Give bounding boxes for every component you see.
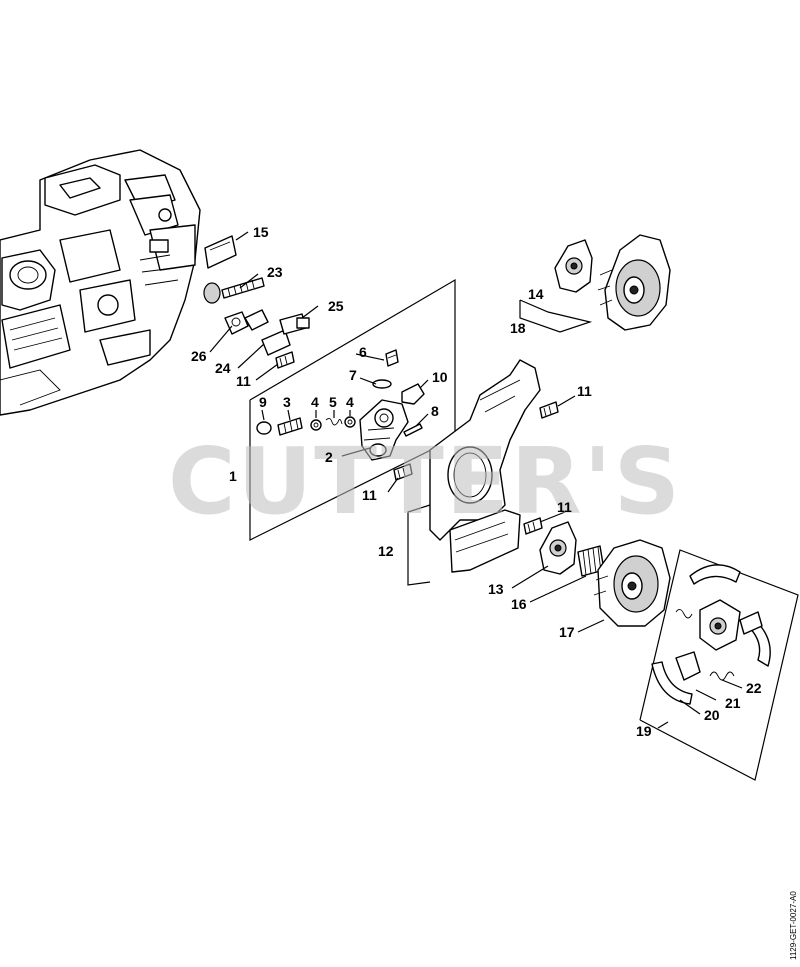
- part-6-adjuster: [385, 349, 399, 367]
- callout-18: 18: [510, 320, 526, 336]
- part-20-clutch-shoe: [675, 651, 701, 681]
- part-8-pin: [403, 423, 423, 437]
- callout-11-b: 11: [362, 487, 377, 503]
- part-13-rim-sprocket: [539, 521, 577, 575]
- callout-25: 25: [328, 298, 344, 314]
- callout-13: 13: [488, 581, 504, 597]
- callout-5: 5: [329, 394, 337, 410]
- callout-10: 10: [432, 369, 448, 385]
- part-25-slider: [279, 313, 310, 335]
- callout-22: 22: [746, 680, 762, 696]
- callout-7: 7: [349, 367, 357, 383]
- callout-1: 1: [229, 468, 237, 484]
- callout-3: 3: [283, 394, 291, 410]
- callout-15: 15: [253, 224, 269, 240]
- clutch-carrier: [699, 599, 763, 651]
- part-19-clutch-outline: [639, 549, 799, 781]
- part-18-clutch-drum: [597, 234, 671, 331]
- callout-labels: 15 23 25 26 24 11 6 7 10 8 9 3 4 5 4 2 1…: [191, 224, 762, 739]
- part-11-screw-b: [393, 463, 413, 481]
- part-23-adjusting-screw: [203, 277, 265, 304]
- callout-23: 23: [267, 264, 283, 280]
- part-11-screw-d: [523, 517, 543, 535]
- callout-11-a: 11: [236, 373, 251, 389]
- drawing-code: 1129-GET-0027-A0: [789, 891, 798, 960]
- part-11-screw-c: [539, 401, 559, 419]
- callout-24: 24: [215, 360, 231, 376]
- callout-11-d: 11: [557, 499, 572, 515]
- part-3-pump-piston: [277, 417, 303, 436]
- callout-26: 26: [191, 348, 207, 364]
- part-7-o-ring: [372, 379, 392, 389]
- callout-14: 14: [528, 286, 544, 302]
- part-17-clutch-drum: [593, 539, 671, 627]
- callout-4-b: 4: [346, 394, 354, 410]
- bracket-14-18: [519, 299, 593, 333]
- part-9-plug: [256, 421, 272, 435]
- callout-9: 9: [259, 394, 267, 410]
- callout-6: 6: [359, 344, 367, 360]
- leader-lines: [209, 231, 743, 729]
- callout-19: 19: [636, 723, 652, 739]
- part-4-washer: [310, 416, 356, 431]
- watermark: CUTTER'S: [168, 428, 682, 535]
- callout-11-c: 11: [577, 383, 592, 399]
- part-5-spring: [325, 417, 343, 426]
- clutch-shoes: [651, 564, 771, 705]
- callout-8: 8: [431, 403, 439, 419]
- callout-17: 17: [559, 624, 575, 640]
- callout-2: 2: [325, 449, 333, 465]
- part-24-tensioner: [244, 309, 291, 356]
- part-15-cover-plate: [204, 235, 237, 269]
- callout-20: 20: [704, 707, 720, 723]
- part-11-screw-a: [275, 351, 295, 369]
- part-10-cap: [401, 383, 425, 405]
- engine-block: [0, 149, 201, 416]
- part-21-spring: [675, 609, 693, 619]
- part-12-cover: [429, 359, 541, 573]
- part-14-rim-sprocket: [554, 239, 593, 293]
- part-22-spring: [709, 671, 735, 681]
- part-2-oil-pump-body: [359, 399, 409, 461]
- callout-16: 16: [511, 596, 527, 612]
- callout-4-a: 4: [311, 394, 319, 410]
- callout-21: 21: [725, 695, 741, 711]
- callout-12: 12: [378, 543, 394, 559]
